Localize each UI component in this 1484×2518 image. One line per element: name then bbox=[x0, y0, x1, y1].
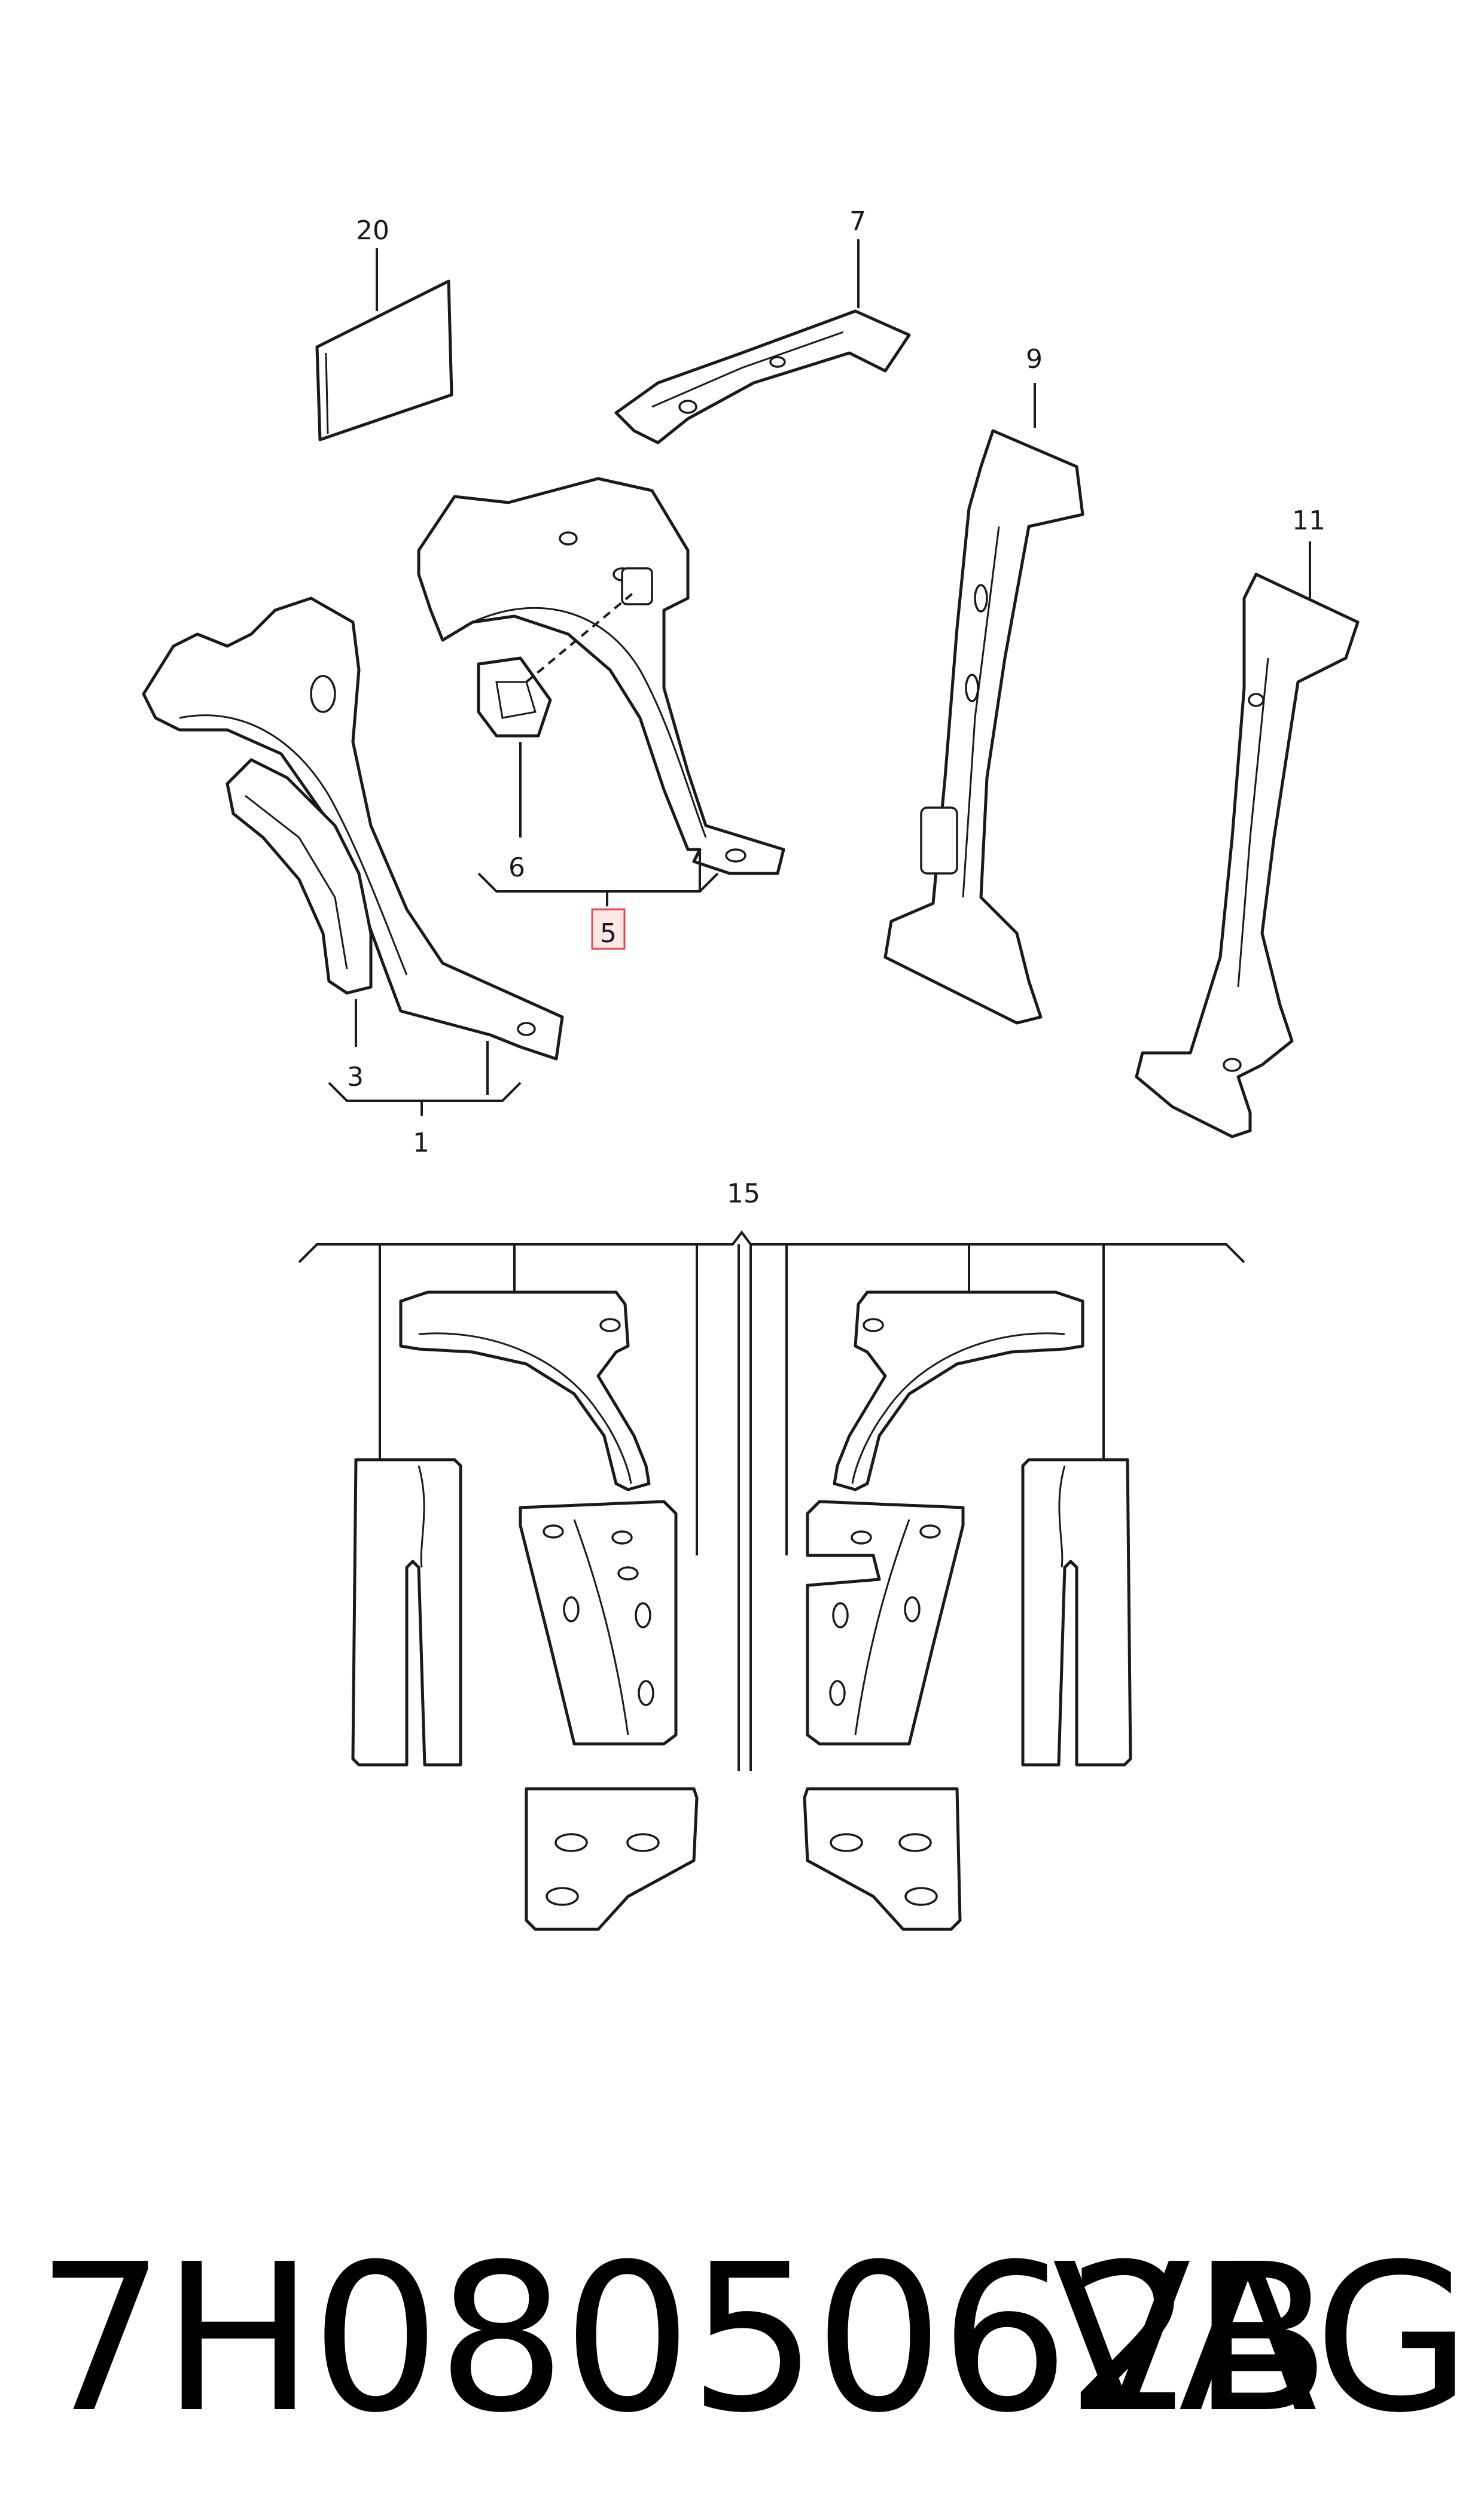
part-9-pillar bbox=[883, 429, 1084, 1025]
callout-1: 1 bbox=[413, 1128, 429, 1158]
part-3-liner bbox=[226, 758, 373, 995]
kit-piece-right-arch bbox=[833, 1290, 1084, 1491]
callout-15: 15 bbox=[727, 1179, 760, 1209]
bracket-1 bbox=[328, 1082, 522, 1102]
callout-9: 9 bbox=[1026, 344, 1043, 374]
part-1-inner-wheelhouse bbox=[142, 596, 564, 1061]
part-7-rail bbox=[614, 309, 911, 444]
brand-label: VAG bbox=[1052, 2221, 1471, 2458]
part-20-pad bbox=[315, 279, 453, 442]
kit-piece-left-arch bbox=[399, 1290, 651, 1491]
kit-piece-left-small bbox=[525, 1787, 699, 1931]
kit-piece-left-plate bbox=[519, 1500, 678, 1746]
callout-7: 7 bbox=[849, 206, 866, 237]
kit-piece-right-small bbox=[803, 1787, 962, 1931]
callout-6: 6 bbox=[508, 852, 525, 883]
callout-20: 20 bbox=[356, 215, 389, 246]
callout-5: 5 bbox=[600, 918, 617, 949]
part-11-pillar bbox=[1135, 573, 1360, 1138]
bracket-15 bbox=[298, 1230, 1245, 1263]
footer: 7H0805062B VAG bbox=[24, 2213, 1471, 2465]
callout-3: 3 bbox=[347, 1062, 364, 1092]
part-number: 7H0805062B bbox=[36, 2221, 1331, 2458]
callout-5-box: 5 bbox=[591, 908, 626, 950]
kit-piece-right-plate bbox=[806, 1500, 965, 1746]
dashed-link-6-5 bbox=[525, 591, 635, 683]
kit-piece-left-strip bbox=[351, 1458, 462, 1767]
callout-11: 11 bbox=[1292, 506, 1325, 536]
part-5-wheelhouse bbox=[417, 477, 785, 875]
bracket-5 bbox=[477, 872, 719, 893]
kit-piece-right-strip bbox=[1021, 1458, 1132, 1767]
